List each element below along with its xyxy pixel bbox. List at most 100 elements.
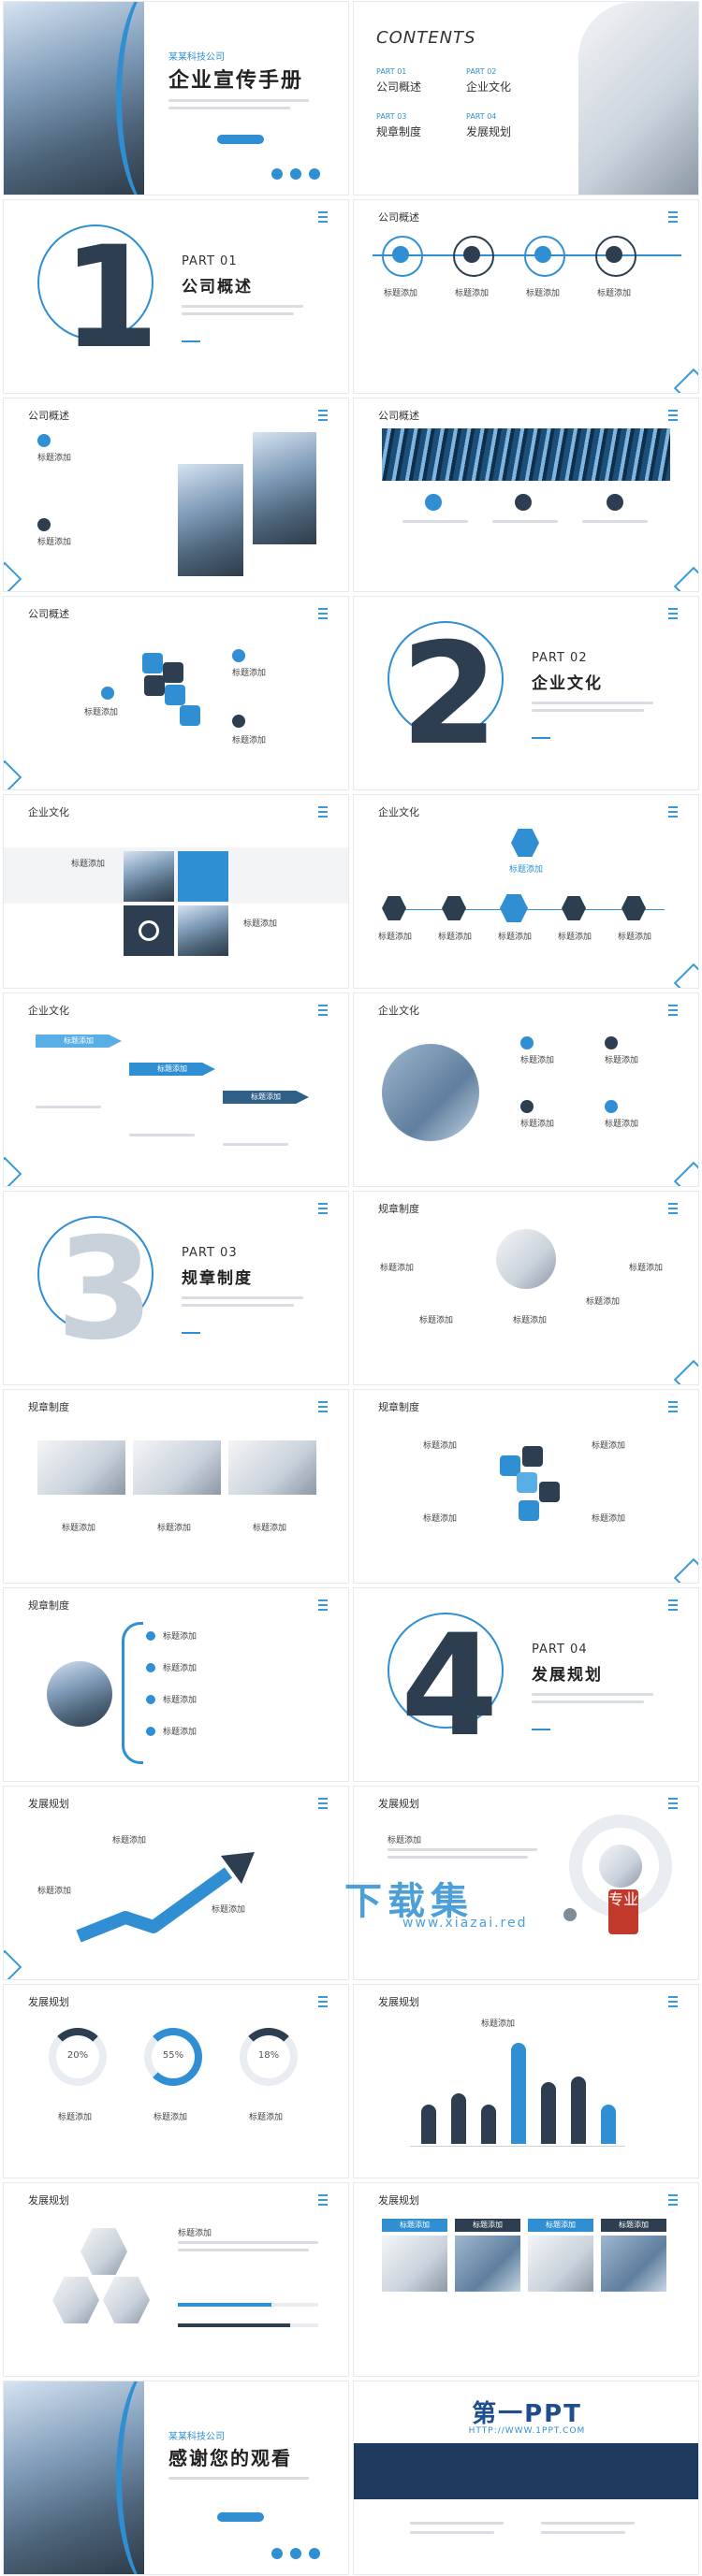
rules-hub-photo — [496, 1229, 556, 1289]
slide-plan-hex-photos[interactable]: 发展规划 标题添加 — [4, 2183, 348, 2376]
thanks-icon-1[interactable] — [271, 2548, 283, 2559]
slide-overview-timeline[interactable]: 公司概述 标题添加 标题添加 标题添加 标题添加 — [354, 200, 698, 393]
slide-rules-brace[interactable]: 规章制度 标题添加 标题添加 标题添加 标题添加 — [4, 1588, 348, 1781]
edge-decoration — [4, 760, 22, 789]
hex-label-1: 标题添加 — [378, 933, 413, 942]
overview-photo-2 — [253, 432, 316, 544]
hex-label-2: 标题添加 — [438, 933, 473, 942]
part3-label: PART 03 — [182, 1246, 238, 1260]
slide-part4[interactable]: 4 PART 04 发展规划 — [354, 1588, 698, 1781]
arrow-3: 标题添加 — [223, 1091, 309, 1104]
menu-icon[interactable] — [318, 2194, 328, 2206]
menu-icon[interactable] — [668, 806, 678, 818]
puzzle-label-right-1: 标题添加 — [232, 669, 267, 678]
watermark-url: www.xiazai.red — [402, 1916, 528, 1931]
menu-icon[interactable] — [318, 1599, 328, 1611]
pen-icon — [425, 494, 442, 511]
menu-icon[interactable] — [318, 211, 328, 223]
part2-number: 2 — [401, 614, 499, 776]
brace-label-3: 标题添加 — [163, 1696, 197, 1705]
cover-icon-1[interactable] — [271, 168, 283, 180]
pen-icon — [605, 1100, 618, 1113]
part3-underline — [182, 1332, 200, 1334]
menu-icon[interactable] — [318, 410, 328, 421]
menu-icon[interactable] — [668, 1005, 678, 1016]
progress-1-fill — [178, 2303, 271, 2307]
bar-6 — [571, 2077, 586, 2144]
thanks-icon-2[interactable] — [290, 2548, 301, 2559]
contents-part4-label: PART 04 — [466, 112, 497, 121]
slide-part1[interactable]: 1 PART 01 公司概述 — [4, 200, 348, 393]
puzzle-label-left: 标题添加 — [84, 708, 119, 717]
person-icon — [146, 1695, 155, 1704]
timeline-label-3: 标题添加 — [526, 289, 561, 298]
menu-icon[interactable] — [318, 1005, 328, 1016]
contents-part3-name[interactable]: 规章制度 — [376, 125, 422, 138]
hex-top — [511, 829, 539, 857]
bars-baseline — [410, 2146, 625, 2147]
culture-circle-photo — [382, 1044, 479, 1141]
menu-icon[interactable] — [668, 1203, 678, 1214]
rules-photo-1 — [37, 1440, 125, 1495]
menu-icon[interactable] — [668, 2194, 678, 2206]
culture-photo-2 — [178, 905, 228, 956]
menu-icon[interactable] — [318, 806, 328, 818]
part4-label: PART 04 — [532, 1643, 588, 1657]
menu-icon[interactable] — [668, 410, 678, 421]
menu-icon[interactable] — [318, 1798, 328, 1809]
cover-button[interactable] — [217, 135, 264, 144]
slide-culture-grid[interactable]: 企业文化 标题添加 标题添加 — [4, 795, 348, 988]
menu-icon[interactable] — [318, 608, 328, 619]
slide-culture-circle[interactable]: 企业文化 标题添加 标题添加 标题添加 标题添加 — [354, 993, 698, 1186]
chat-icon — [515, 494, 532, 511]
menu-icon[interactable] — [318, 1203, 328, 1214]
slide-contents[interactable]: CONTENTS PART 01 公司概述 PART 02 企业文化 PART … — [354, 2, 698, 195]
slide-part2[interactable]: 2 PART 02 企业文化 — [354, 597, 698, 789]
slide-rules-photos[interactable]: 规章制度 标题添加 标题添加 标题添加 — [4, 1390, 348, 1583]
slide-thanks[interactable]: 某某科技公司 感谢您的观看 — [4, 2381, 348, 2574]
slide-plan-bars[interactable]: 发展规划 标题添加 — [354, 1985, 698, 2178]
slide-rules-puzzle[interactable]: 规章制度 标题添加 标题添加 标题添加 标题添加 — [354, 1390, 698, 1583]
slide-plan-fan[interactable]: 发展规划 标题添加 — [354, 1787, 698, 1979]
slide-culture-hex[interactable]: 企业文化 标题添加 标题添加 标题添加 标题添加 标题添加 标题添加 — [354, 795, 698, 988]
contents-part4-name[interactable]: 发展规划 — [466, 125, 512, 138]
slide-title: 企业文化 — [28, 1005, 69, 1017]
contents-part1-name[interactable]: 公司概述 — [376, 80, 422, 94]
slide-plan-donuts[interactable]: 发展规划 20% 55% 18% 标题添加 标题添加 标题添加 — [4, 1985, 348, 2178]
thanks-icon-3[interactable] — [309, 2548, 320, 2559]
slide-overview-photos[interactable]: 公司概述 标题添加 标题添加 — [4, 398, 348, 591]
slide-plan-arrow[interactable]: 发展规划 标题添加 标题添加 标题添加 — [4, 1787, 348, 1979]
rules-label-4: 标题添加 — [586, 1297, 621, 1307]
menu-icon[interactable] — [668, 608, 678, 619]
puzzle-piece — [142, 653, 163, 673]
slide-overview-puzzle[interactable]: 公司概述 标题添加 标题添加 标题添加 — [4, 597, 348, 789]
cover-icon-3[interactable] — [309, 168, 320, 180]
banner-text — [492, 520, 558, 523]
menu-icon[interactable] — [668, 1401, 678, 1412]
thanks-button[interactable] — [217, 2512, 264, 2522]
slide-plan-banners[interactable]: 发展规划 标题添加 标题添加 标题添加 标题添加 — [354, 2183, 698, 2376]
donut-label-2: 标题添加 — [154, 2113, 188, 2122]
contents-part2-name[interactable]: 企业文化 — [466, 80, 512, 94]
menu-icon[interactable] — [668, 1599, 678, 1611]
menu-icon[interactable] — [668, 1798, 678, 1809]
culture-label-1: 标题添加 — [71, 860, 106, 869]
menu-icon[interactable] — [668, 211, 678, 223]
slide-cover[interactable]: 某某科技公司 企业宣传手册 — [4, 2, 348, 195]
slide-culture-arrows[interactable]: 企业文化 标题添加 标题添加 标题添加 — [4, 993, 348, 1186]
arrow-text — [129, 1134, 195, 1136]
slide-footer-brand[interactable]: 第一PPT HTTP://WWW.1PPT.COM — [354, 2381, 698, 2574]
slide-overview-banner[interactable]: 公司概述 — [354, 398, 698, 591]
puzzle-piece — [180, 705, 200, 726]
part2-underline — [532, 737, 550, 739]
menu-icon[interactable] — [318, 1996, 328, 2007]
rules-label-2: 标题添加 — [419, 1316, 454, 1325]
menu-icon[interactable] — [668, 1996, 678, 2007]
hex-5 — [622, 896, 646, 920]
part1-ring — [37, 224, 154, 340]
slide-rules-hub[interactable]: 规章制度 标题添加 标题添加 标题添加 标题添加 标题添加 — [354, 1192, 698, 1384]
slide-part3[interactable]: 3 PART 03 规章制度 — [4, 1192, 348, 1384]
footer-brand-url[interactable]: HTTP://WWW.1PPT.COM — [468, 2426, 586, 2436]
menu-icon[interactable] — [318, 1401, 328, 1412]
cover-icon-2[interactable] — [290, 168, 301, 180]
